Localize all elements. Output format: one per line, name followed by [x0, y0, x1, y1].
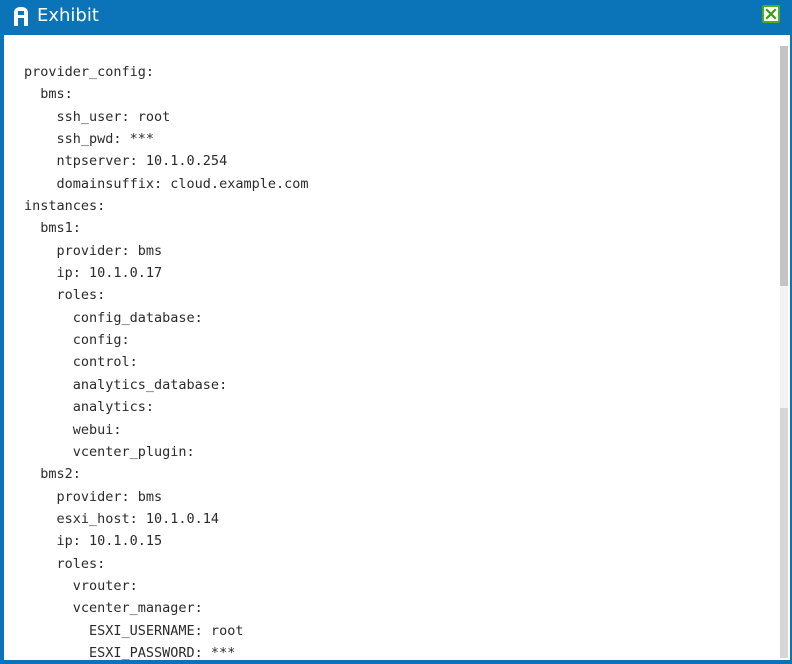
code-line: provider: bms	[24, 242, 163, 259]
code-line: roles:	[24, 555, 106, 572]
code-line: vcenter_manager:	[24, 600, 203, 617]
code-line: analytics_database:	[24, 376, 228, 393]
scrollbar-thumb[interactable]	[780, 46, 788, 286]
code-line: vrouter:	[24, 577, 138, 594]
code-line: ssh_pwd: ***	[24, 131, 155, 148]
scrollbar-track-segment[interactable]	[780, 286, 788, 408]
code-line: ip: 10.1.0.15	[24, 533, 163, 550]
code-line: ntpserver: 10.1.0.254	[24, 153, 228, 170]
code-line: config:	[24, 332, 130, 349]
window-title: Exhibit	[37, 5, 99, 26]
window-bottom-border	[0, 660, 792, 664]
scrollbar-track-segment[interactable]	[780, 408, 788, 658]
code-line: domainsuffix: cloud.example.com	[24, 175, 309, 192]
close-button[interactable]	[762, 5, 780, 23]
code-line: instances:	[24, 198, 106, 215]
code-line: provider_config:	[24, 64, 155, 80]
exhibit-content: provider_config: bms: ssh_user: root ssh…	[4, 35, 790, 660]
vertical-scrollbar[interactable]	[780, 46, 788, 658]
code-line: config_database:	[24, 309, 203, 326]
exhibit-app-icon	[11, 5, 31, 27]
code-line: provider: bms	[24, 488, 163, 505]
code-line: bms2:	[24, 466, 81, 483]
code-line: ssh_user: root	[24, 108, 171, 125]
yaml-code-block: provider_config: bms: ssh_user: root ssh…	[24, 61, 308, 660]
code-line: ESXI_PASSWORD: ***	[24, 644, 236, 660]
code-line: bms:	[24, 86, 73, 103]
code-line: esxi_host: 10.1.0.14	[24, 510, 220, 527]
code-line: analytics:	[24, 399, 155, 416]
title-bar: Exhibit	[0, 0, 792, 33]
code-line: ip: 10.1.0.17	[24, 265, 163, 282]
code-line: vcenter_plugin:	[24, 443, 195, 460]
code-line: bms1:	[24, 220, 81, 237]
code-line: ESXI_USERNAME: root	[24, 622, 244, 639]
close-icon	[765, 8, 777, 20]
code-line: webui:	[24, 421, 122, 438]
code-line: control:	[24, 354, 138, 371]
code-line: roles:	[24, 287, 106, 304]
